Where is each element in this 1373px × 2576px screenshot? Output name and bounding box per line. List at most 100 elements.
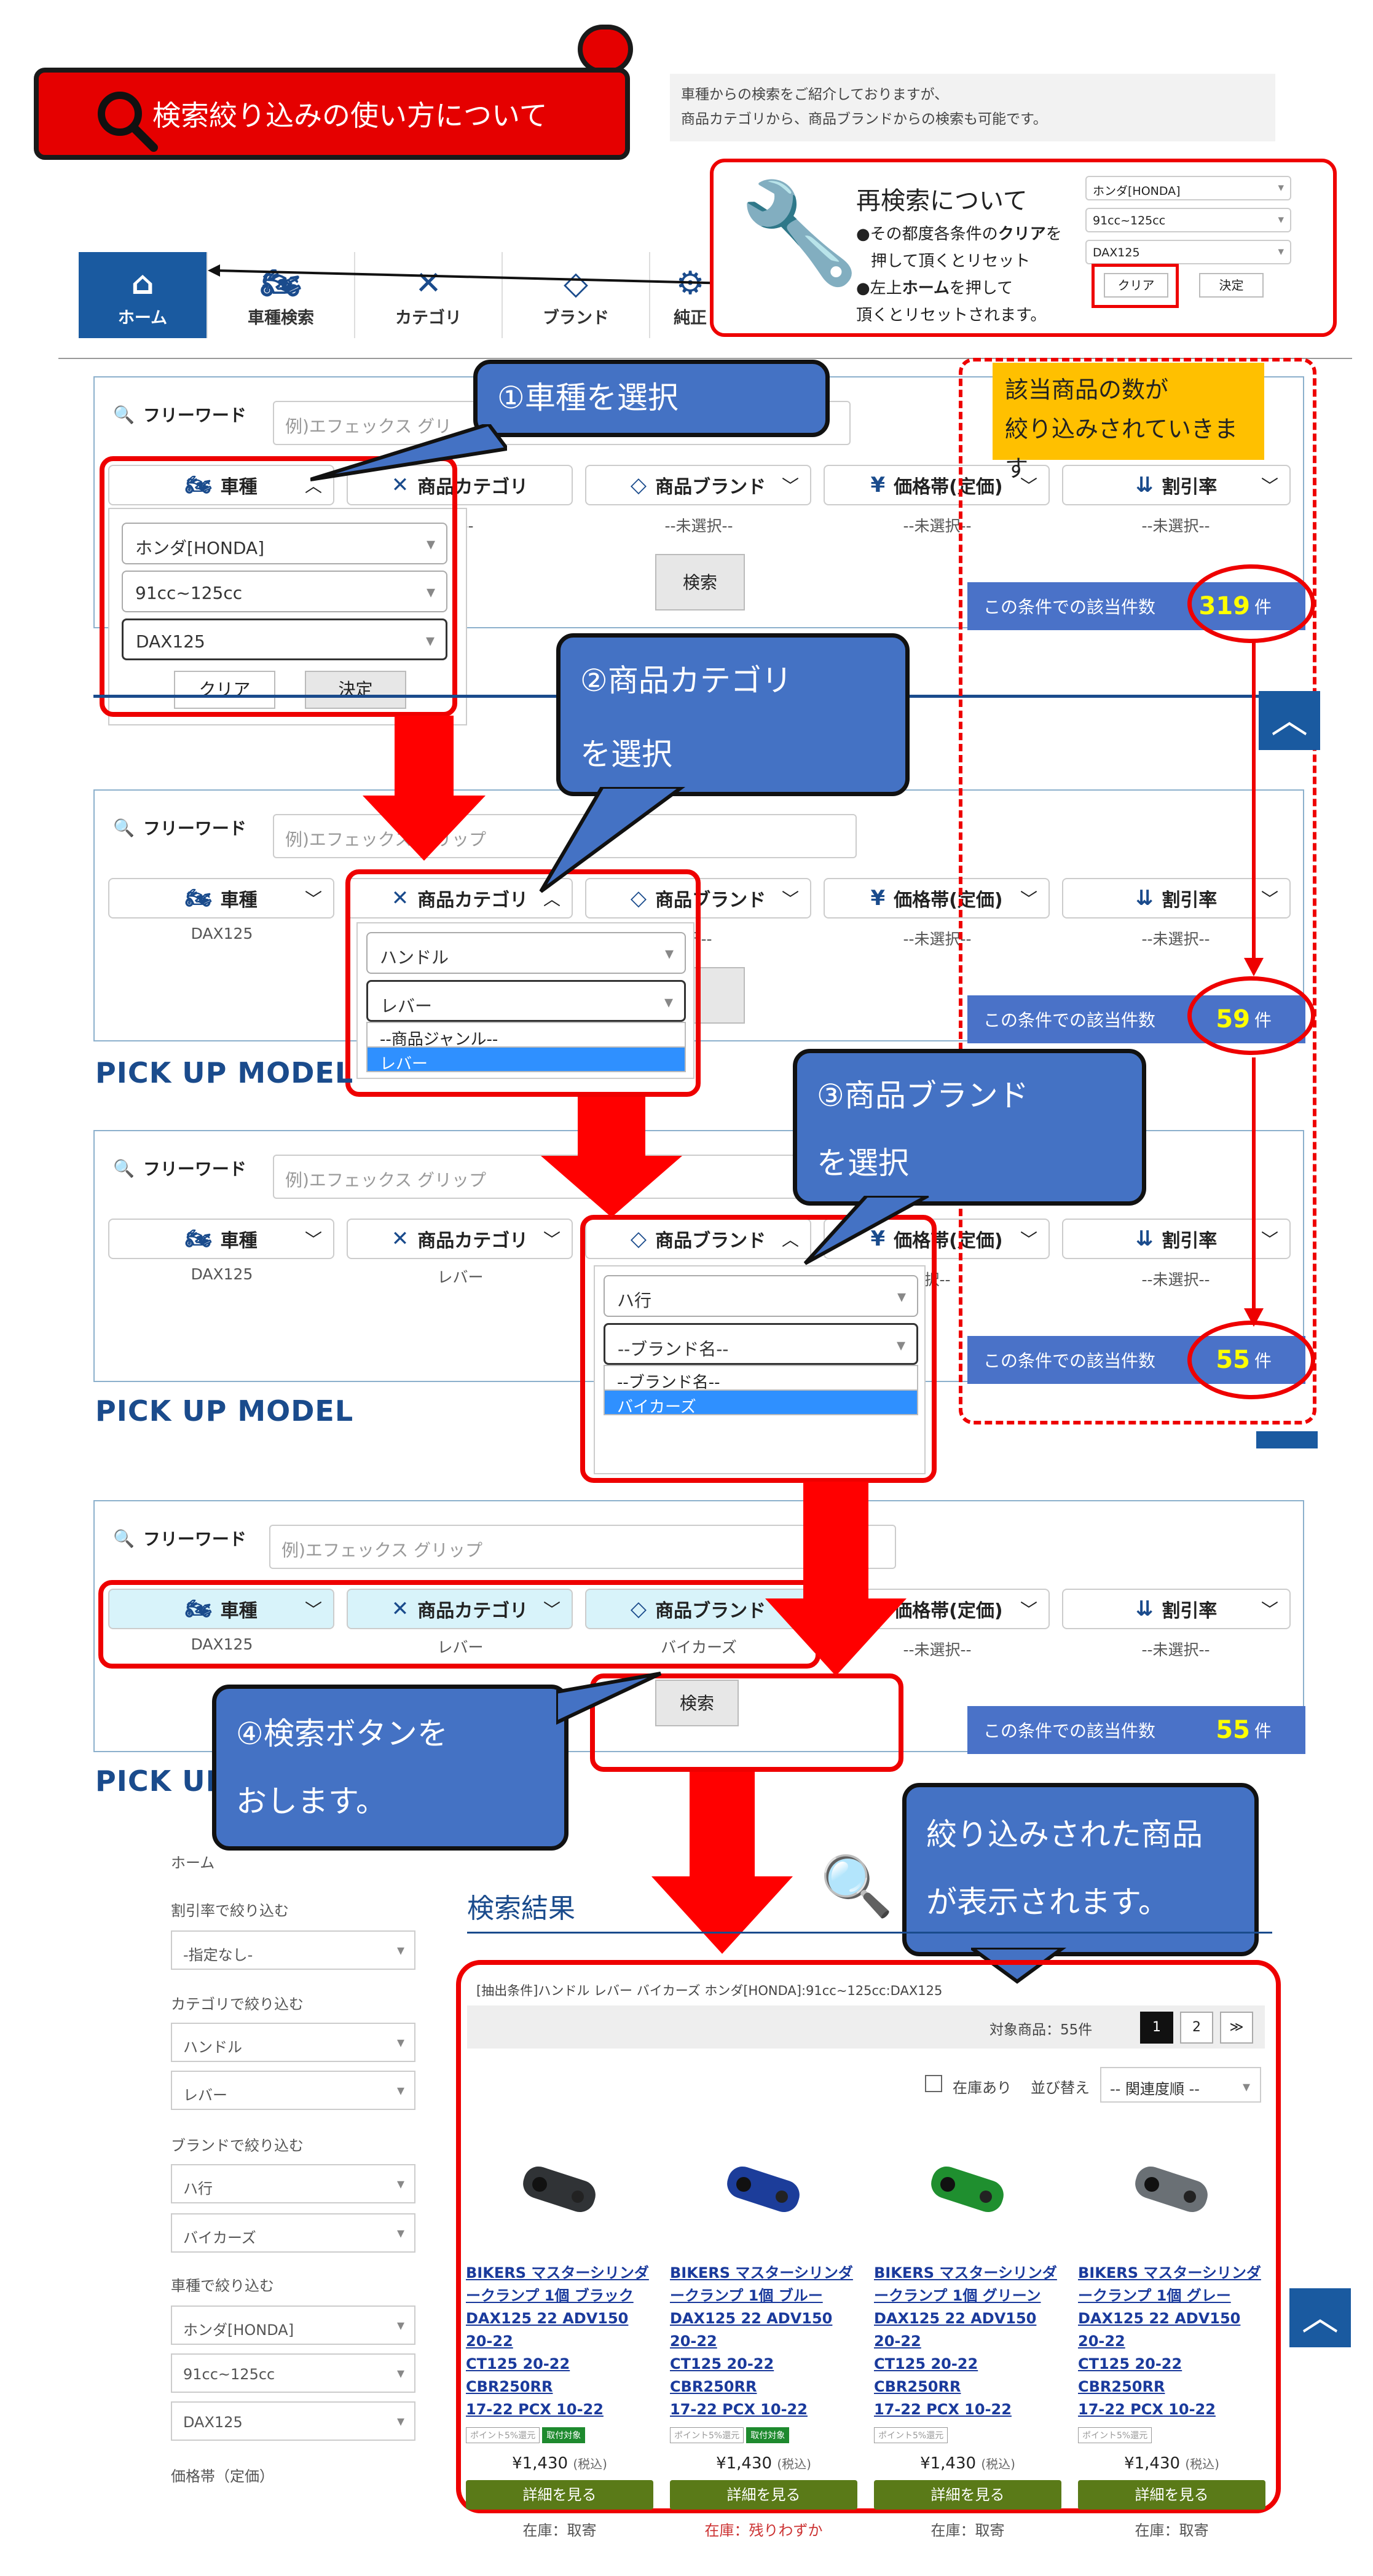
maker-select[interactable]: ホンダ[HONDA] — [171, 2305, 415, 2345]
scroll-to-top-button[interactable]: ︿ — [1289, 2288, 1351, 2347]
tab-brand[interactable]: ◇商品ブランド﹀ — [585, 465, 811, 505]
model-select[interactable]: DAX125 — [1085, 240, 1291, 264]
dropdown-option[interactable]: レバー — [366, 1046, 686, 1073]
count-59-ring — [1187, 976, 1315, 1055]
count-number: 55 — [1216, 1716, 1250, 1744]
tab-vehicle[interactable]: 🏍車種﹀ — [108, 878, 334, 919]
subcategory-select[interactable]: レバー — [171, 2071, 415, 2110]
tab-category[interactable]: ✕商品カテゴリ︿ — [347, 878, 573, 919]
tab-vehicle[interactable]: 🏍車種︿ — [108, 465, 334, 505]
scroll-to-top-button[interactable]: ︿ — [1259, 691, 1320, 750]
tax-label: (税込) — [1185, 2457, 1219, 2471]
ok-button[interactable]: 決定 — [1199, 273, 1264, 298]
clear-button[interactable]: クリア — [174, 671, 275, 709]
tab-category[interactable]: ✕商品カテゴリ﹀ — [347, 1219, 573, 1259]
subcategory-select[interactable]: レバー — [366, 980, 686, 1022]
tools-icon: ✕ — [391, 1227, 409, 1251]
page-2[interactable]: 2 — [1180, 2012, 1213, 2044]
install-badge: 取付対象 — [542, 2427, 586, 2443]
freeword-input[interactable]: 例)エフェックス グリップ — [273, 814, 857, 858]
page-next[interactable]: ≫ — [1220, 2012, 1253, 2044]
nav-category[interactable]: ✕カテゴリ — [355, 252, 503, 338]
discount-select[interactable]: -指定なし- — [171, 1930, 415, 1970]
callout-step2: ②商品カテゴリを選択 — [556, 633, 910, 796]
chevron-down-icon: ﹀ — [1020, 889, 1037, 909]
badges: ポイント5%還元取付対象 — [466, 2427, 653, 2443]
tools-icon: ✕ — [391, 473, 409, 497]
tab-category[interactable]: ✕ 商品カテゴリ — [347, 465, 573, 505]
freeword-input[interactable]: 例)エフェックス グリップ — [273, 1155, 857, 1199]
arrow-down-3 — [765, 1482, 907, 1676]
maker-select[interactable]: ホンダ[HONDA] — [1085, 176, 1291, 200]
instock-checkbox[interactable] — [925, 2075, 942, 2092]
cc-select[interactable]: 91cc~125cc — [171, 2353, 415, 2393]
discount-value: --未選択-- — [1141, 930, 1210, 948]
freeword-input[interactable]: 例)エフェックス グリップ — [269, 1525, 896, 1569]
detail-button[interactable]: 詳細を見る — [670, 2480, 857, 2510]
detail-button[interactable]: 詳細を見る — [1078, 2480, 1265, 2510]
clear-highlight — [1092, 264, 1179, 308]
cc-select[interactable]: 91cc~125cc — [1085, 208, 1291, 232]
category-select[interactable]: ハンドル — [171, 2023, 415, 2062]
results-toolbar: 対象商品：55件 1 2 ≫ — [467, 2005, 1265, 2049]
maker-select[interactable]: ホンダ[HONDA] — [122, 523, 447, 564]
callout-step2-tail — [539, 787, 686, 893]
search-button[interactable]: 検索 — [655, 554, 745, 610]
product-image — [931, 2166, 1004, 2213]
detail-button[interactable]: 詳細を見る — [874, 2480, 1061, 2510]
category-value: レバー — [437, 1268, 484, 1286]
tag-icon: ◇ — [630, 886, 647, 911]
category-select[interactable]: ハンドル — [366, 932, 686, 974]
search-button[interactable]: 検索 — [655, 1680, 739, 1726]
arrow-down-4 — [651, 1772, 793, 1954]
nav-home[interactable]: ⌂ホーム — [79, 252, 208, 338]
tab-discount[interactable]: ⇊割引率﹀ — [1062, 465, 1291, 505]
tab-price[interactable]: ¥価格帯(定価)﹀ — [824, 465, 1050, 505]
tab-vehicle[interactable]: 🏍車種﹀ — [108, 1589, 334, 1629]
ok-button[interactable]: 決定 — [305, 671, 406, 709]
model-select[interactable]: DAX125 — [171, 2401, 415, 2441]
nav-brand[interactable]: ◇ブランド — [503, 252, 650, 338]
nav-label: カテゴリ — [395, 309, 462, 328]
brand-select[interactable]: --ブランド名-- — [604, 1323, 918, 1365]
sidebar-breadcrumb-home[interactable]: ホーム — [171, 1854, 215, 1871]
tab-price[interactable]: ¥価格帯(定価)﹀ — [824, 878, 1050, 919]
tab-discount[interactable]: ⇊割引率﹀ — [1062, 1589, 1291, 1629]
brand-group-select[interactable]: ハ行 — [604, 1275, 918, 1317]
wrench-icon: 🔧 — [738, 175, 861, 290]
callout-step3-tail — [803, 1196, 929, 1265]
results-divider — [467, 1932, 1272, 1934]
clear-button[interactable]: クリア — [1104, 273, 1168, 298]
dropdown-option[interactable]: バイカーズ — [604, 1389, 918, 1416]
sort-select[interactable]: -- 関連度順 -- — [1100, 2067, 1261, 2103]
search-icon: 🔍 — [113, 404, 135, 425]
tab-category[interactable]: ✕商品カテゴリ﹀ — [347, 1589, 573, 1629]
tab-vehicle[interactable]: 🏍車種﹀ — [108, 1219, 334, 1259]
cc-select[interactable]: 91cc~125cc — [122, 571, 447, 612]
model-select[interactable]: DAX125 — [122, 618, 447, 660]
callout-text: おします。 — [236, 1784, 387, 1819]
tools-icon: ✕ — [391, 1597, 409, 1621]
brand-dropdown: ハ行 --ブランド名-- --ブランド名-- バイカーズ — [594, 1265, 926, 1474]
brand-group-select[interactable]: ハ行 — [171, 2164, 415, 2203]
selected-tabs-highlight — [98, 1580, 820, 1669]
page-1[interactable]: 1 — [1140, 2012, 1173, 2044]
detail-button[interactable]: 詳細を見る — [466, 2480, 653, 2510]
brand-select[interactable]: バイカーズ — [171, 2213, 415, 2253]
tab-brand[interactable]: ◇商品ブランド︿ — [585, 1219, 811, 1259]
product-image — [523, 2166, 596, 2213]
retry-desc: ●その都度各条件のクリアを 押して頂くとリセット ●左上ホームを押して 頂くとリ… — [856, 221, 1062, 329]
motorcycle-icon: 🏍 — [185, 1227, 212, 1251]
scroll-top-tab[interactable] — [1256, 1431, 1318, 1448]
freeword-input[interactable]: 例)エフェックス グリ — [273, 401, 851, 445]
discount-value: --未選択-- — [1141, 1641, 1210, 1659]
tab-label: 商品カテゴリ — [417, 476, 529, 498]
